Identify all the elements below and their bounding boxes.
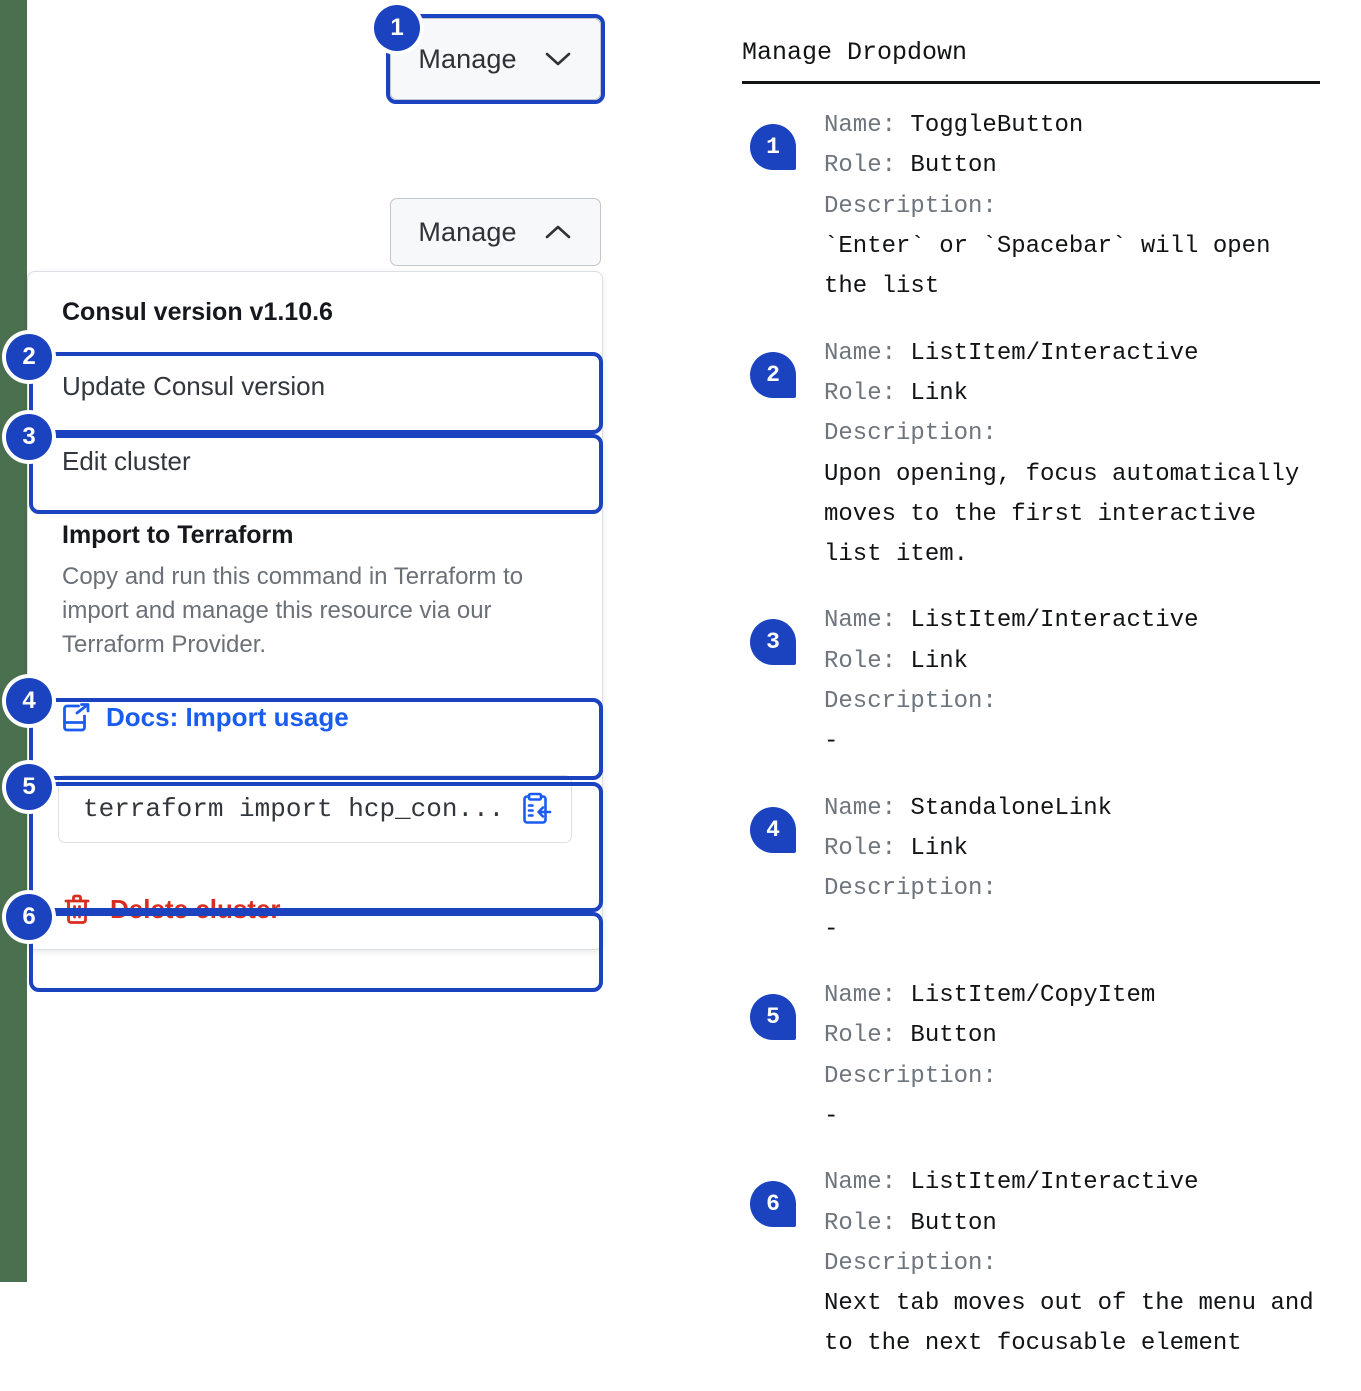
legend-title: Manage Dropdown: [742, 38, 968, 67]
legend-badge-5: 5: [750, 993, 796, 1040]
legend-role-label: Role:: [824, 152, 897, 180]
legend-role-line: Role: Link: [824, 374, 1299, 414]
legend-role-value: Button: [910, 152, 997, 180]
manage-toggle-button-open[interactable]: Manage: [390, 198, 601, 266]
chevron-down-icon: [543, 49, 573, 69]
legend-description-value: `Enter` or `Spacebar` will open the list: [824, 232, 1271, 301]
legend-role-line: Role: Button: [824, 146, 1270, 186]
annotation-badge-6: 6: [6, 894, 52, 940]
legend-description-value: -: [824, 915, 839, 943]
legend-description-label: Description:: [824, 420, 997, 448]
left-demo-column: Manage Manage Consul version v1.10.6 Upd…: [0, 0, 700, 1282]
import-to-terraform-body: Copy and run this command in Terraform t…: [62, 563, 524, 659]
annotation-badge-2: 2: [6, 334, 52, 380]
legend-name-value: ListItem/Interactive: [910, 607, 1199, 635]
legend-description-label: Description:: [824, 192, 997, 220]
annotation-badge-5: 5: [6, 764, 52, 810]
legend-name-label: Name:: [824, 112, 897, 139]
legend-role-value: Link: [910, 835, 969, 862]
trash-icon: [62, 893, 92, 925]
legend-role-value: Button: [910, 1209, 997, 1237]
clipboard-copy-icon[interactable]: [518, 792, 552, 826]
legend-role-label: Role:: [824, 835, 897, 862]
legend-name-line: Name: ListItem/Interactive: [824, 1163, 1314, 1203]
docs-external-link-icon: [62, 702, 90, 733]
legend-role-line: Role: Link: [824, 642, 1198, 682]
terraform-command-copy-field[interactable]: terraform import hcp_con...: [58, 775, 572, 844]
legend-description-value: Upon opening, focus automatically moves …: [824, 460, 1300, 569]
legend-divider: [742, 81, 1320, 84]
legend-name-line: Name: ToggleButton: [824, 106, 1270, 146]
legend-description-label: Description:: [824, 1249, 997, 1277]
legend-name-value: ListItem/Interactive: [910, 1169, 1199, 1197]
menu-item-update-consul-version[interactable]: Update Consul version: [28, 349, 602, 424]
docs-import-usage-link[interactable]: Docs: Import usage: [28, 680, 602, 755]
chevron-up-icon: [543, 222, 573, 242]
menu-item-edit-cluster[interactable]: Edit cluster: [28, 424, 602, 499]
legend-name-label: Name:: [824, 607, 897, 635]
manage-dropdown-panel: Consul version v1.10.6 Update Consul ver…: [27, 271, 603, 951]
legend-description-value: Next tab moves out of the menu and to th…: [824, 1290, 1314, 1358]
menu-item-delete-cluster[interactable]: Delete cluster: [28, 869, 602, 949]
legend-description-label: Description:: [824, 1062, 997, 1090]
legend-description-label: Description:: [824, 875, 997, 903]
legend-role-value: Button: [910, 1022, 997, 1050]
legend-role-label: Role:: [824, 1209, 897, 1237]
legend-name-line: Name: StandaloneLink: [824, 789, 1112, 829]
legend-name-value: ToggleButton: [910, 112, 1084, 139]
legend-description-value: -: [824, 1102, 839, 1130]
legend-name-line: Name: ListItem/Interactive: [824, 334, 1299, 374]
legend-role-label: Role:: [824, 647, 897, 675]
legend-name-label: Name:: [824, 339, 897, 367]
legend-badge-4: 4: [750, 806, 796, 853]
manage-toggle-open-label: Manage: [418, 216, 517, 247]
page-edge-strip: [0, 0, 27, 1282]
legend-badge-2: 2: [750, 351, 796, 398]
legend-name-label: Name:: [824, 794, 897, 822]
annotation-badge-4: 4: [6, 678, 52, 724]
legend-role-label: Role:: [824, 379, 897, 407]
legend-description-label: Description:: [824, 688, 997, 716]
legend-name-line: Name: ListItem/CopyItem: [824, 976, 1155, 1016]
legend-description-value: -: [824, 728, 839, 756]
legend-name-label: Name:: [824, 981, 897, 1009]
manage-toggle-label: Manage: [418, 43, 517, 74]
manage-toggle-button-closed[interactable]: Manage: [390, 18, 601, 100]
legend-role-value: Link: [910, 379, 969, 407]
docs-import-usage-label: Docs: Import usage: [106, 702, 349, 733]
legend-role-line: Role: Button: [824, 1016, 1155, 1056]
legend-badge-6: 6: [750, 1181, 796, 1228]
legend-name-label: Name:: [824, 1169, 897, 1197]
terraform-command-value: terraform import hcp_con...: [83, 794, 505, 825]
terraform-copy-row: terraform import hcp_con...: [28, 755, 602, 869]
legend-badge-3: 3: [750, 619, 796, 666]
legend-role-label: Role:: [824, 1022, 897, 1050]
annotation-badge-3: 3: [6, 414, 52, 460]
annotation-badge-1: 1: [374, 5, 420, 51]
consul-version-header: Consul version v1.10.6: [62, 298, 333, 326]
delete-cluster-label: Delete cluster: [110, 893, 281, 924]
legend-badge-1: 1: [750, 124, 796, 170]
legend-role-line: Role: Link: [824, 829, 1112, 869]
legend-name-value: ListItem/Interactive: [910, 339, 1199, 367]
legend-name-value: StandaloneLink: [910, 794, 1113, 822]
legend-name-line: Name: ListItem/Interactive: [824, 601, 1198, 641]
import-to-terraform-title: Import to Terraform: [62, 521, 294, 549]
legend-role-line: Role: Button: [824, 1204, 1314, 1244]
legend-name-value: ListItem/CopyItem: [910, 981, 1156, 1009]
legend-role-value: Link: [910, 647, 969, 675]
